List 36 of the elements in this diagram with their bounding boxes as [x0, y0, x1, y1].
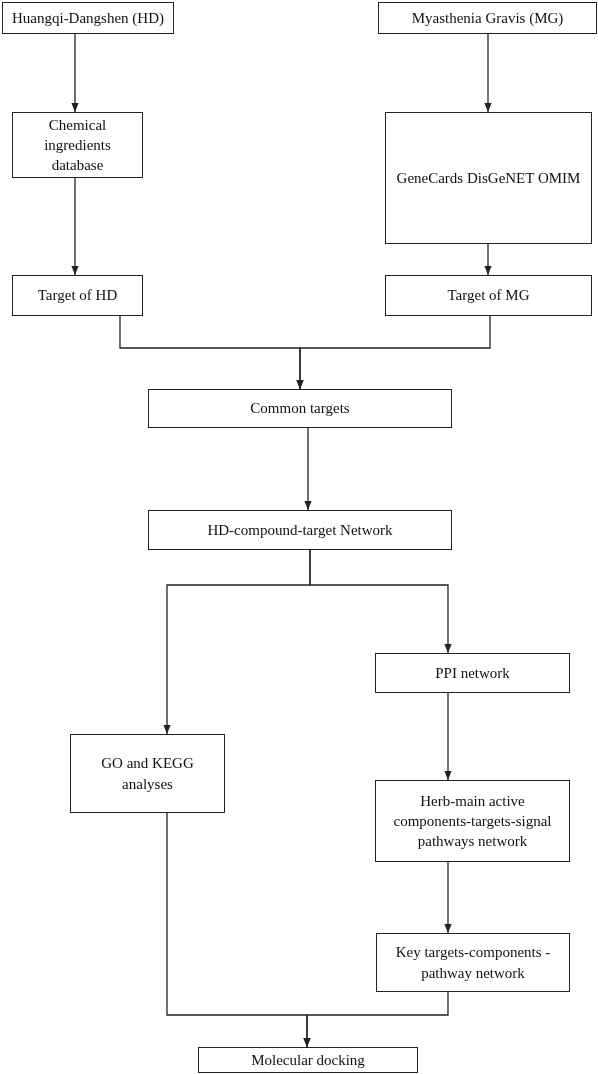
process-box [375, 780, 570, 862]
process-box [375, 653, 570, 693]
process-box [70, 734, 225, 813]
arrow [484, 243, 492, 276]
process-box [198, 1047, 418, 1073]
box-label: GeneCards DisGeNET OMIM [396, 168, 581, 188]
process-box [385, 112, 592, 244]
box-label: Key targets-components -pathway network [394, 943, 552, 983]
arrow [304, 427, 312, 511]
process-box [376, 933, 570, 992]
arrow [444, 861, 452, 934]
box-label: Chemical ingredients database [43, 115, 112, 176]
arrow [484, 33, 492, 113]
process-box [148, 510, 452, 550]
box-label: Myasthenia Gravis (MG) [411, 8, 564, 28]
box-label: Huangqi-Dangshen (HD) [11, 8, 164, 28]
arrow [444, 692, 452, 781]
box-label: GO and KEGG analyses [100, 754, 195, 794]
box-label: Target of HD [37, 286, 118, 306]
arrow [309, 549, 452, 654]
box-label: Herb-main active components-targets-signal pathways network [392, 791, 553, 852]
process-box [2, 2, 174, 34]
process-box [378, 2, 597, 34]
box-label: Molecular docking [251, 1050, 365, 1070]
box-label: Target of MG [447, 286, 530, 306]
box-label: PPI network [435, 663, 510, 683]
process-box [12, 275, 143, 316]
process-box [12, 112, 143, 178]
arrow [71, 33, 79, 113]
box-label: Common targets [250, 399, 350, 419]
arrow [296, 315, 491, 390]
process-box [148, 389, 452, 428]
process-box [385, 275, 592, 316]
box-label: HD-compound-target Network [207, 520, 393, 540]
arrow [303, 991, 449, 1048]
arrow [71, 177, 79, 276]
